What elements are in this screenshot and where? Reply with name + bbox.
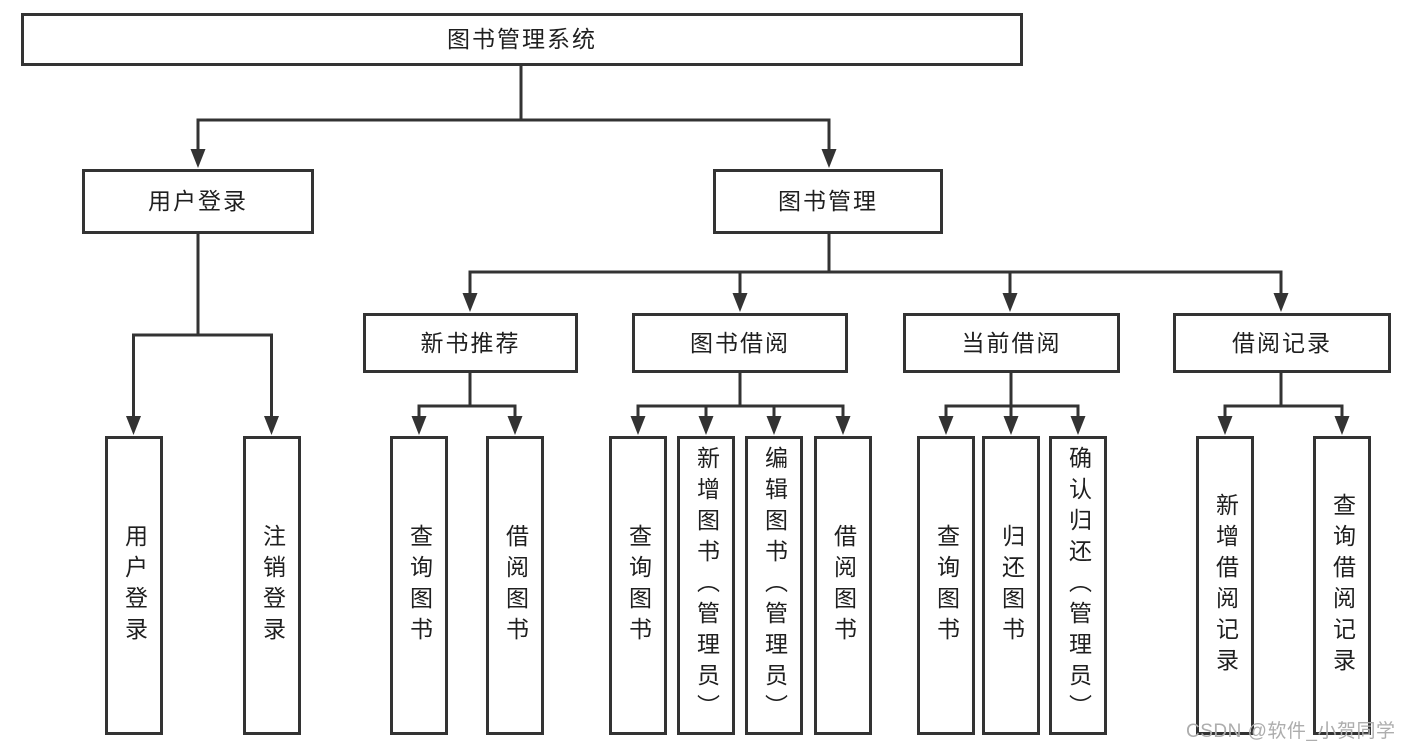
leaf-s1-edit-book-admin: 编辑图书（管理员） xyxy=(745,436,803,735)
arrowhead-icon xyxy=(126,416,141,435)
leaf-user-login: 用户登录 xyxy=(105,436,163,735)
node-new-book-recommend: 新书推荐 xyxy=(363,313,578,373)
arrowhead-icon xyxy=(411,416,427,435)
arrowhead-icon xyxy=(938,416,954,435)
arrowhead-icon xyxy=(766,416,782,435)
leaf-user-login-label: 用户登录 xyxy=(121,523,148,648)
leaf-s1-borrow-book: 借阅图书 xyxy=(814,436,872,735)
node-book-management-label: 图书管理 xyxy=(778,188,878,214)
arrowhead-icon xyxy=(507,416,523,435)
node-current-borrow: 当前借阅 xyxy=(903,313,1120,373)
arrowhead-icon xyxy=(1070,416,1086,435)
arrowhead-icon xyxy=(835,416,851,435)
leaf-s3-add-borrow-record: 新增借阅记录 xyxy=(1196,436,1254,735)
node-user-login-label: 用户登录 xyxy=(148,188,248,214)
node-borrow-record-label: 借阅记录 xyxy=(1232,329,1332,356)
leaf-s2-return-book-label: 归还图书 xyxy=(998,523,1025,648)
leaf-logout: 注销登录 xyxy=(243,436,301,735)
leaf-s1-add-book-admin: 新增图书（管理员） xyxy=(677,436,735,735)
arrowhead-icon xyxy=(821,149,837,168)
node-user-login: 用户登录 xyxy=(82,169,314,234)
leaf-logout-label: 注销登录 xyxy=(259,523,286,648)
leaf-s2-return-book: 归还图书 xyxy=(982,436,1040,735)
arrowhead-icon xyxy=(1003,416,1019,435)
leaf-s1-borrow-book-label: 借阅图书 xyxy=(830,523,857,648)
arrowhead-group xyxy=(126,149,1350,435)
node-root: 图书管理系统 xyxy=(21,13,1023,66)
leaf-s2-query-book-label: 查询图书 xyxy=(933,523,960,648)
node-borrow-record: 借阅记录 xyxy=(1173,313,1391,373)
arrowhead-icon xyxy=(264,416,279,435)
leaf-s2-query-book: 查询图书 xyxy=(917,436,975,735)
node-current-borrow-label: 当前借阅 xyxy=(961,329,1062,356)
csdn-watermark: CSDN @软件_小贺同学 xyxy=(1186,721,1396,742)
leaf-s1-add-book-admin-label: 新增图书（管理员） xyxy=(693,446,720,725)
node-root-label: 图书管理系统 xyxy=(447,26,597,52)
arrowhead-icon xyxy=(462,293,478,312)
node-book-borrow: 图书借阅 xyxy=(632,313,848,373)
arrowhead-icon xyxy=(190,149,206,168)
leaf-s3-query-borrow-record: 查询借阅记录 xyxy=(1313,436,1371,735)
arrowhead-icon xyxy=(1217,416,1233,435)
arrowhead-icon xyxy=(1002,293,1018,312)
leaf-s1-query-book: 查询图书 xyxy=(609,436,667,735)
leaf-s0-borrow-book: 借阅图书 xyxy=(486,436,544,735)
arrowhead-icon xyxy=(732,293,748,312)
leaf-s0-borrow-book-label: 借阅图书 xyxy=(502,523,529,648)
leaf-s1-edit-book-admin-label: 编辑图书（管理员） xyxy=(761,446,788,725)
node-book-management: 图书管理 xyxy=(713,169,943,234)
node-book-borrow-label: 图书借阅 xyxy=(690,329,790,356)
leaf-s2-confirm-return-admin: 确认归还（管理员） xyxy=(1049,436,1107,735)
arrowhead-icon xyxy=(1273,293,1289,312)
leaf-s3-query-borrow-record-label: 查询借阅记录 xyxy=(1329,492,1356,679)
leaf-s0-query-book-label: 查询图书 xyxy=(406,523,433,648)
leaf-s2-confirm-return-admin-label: 确认归还（管理员） xyxy=(1065,446,1092,725)
leaf-s1-query-book-label: 查询图书 xyxy=(625,523,652,648)
arrowhead-icon xyxy=(630,416,646,435)
leaf-s3-add-borrow-record-label: 新增借阅记录 xyxy=(1212,492,1239,679)
arrowhead-icon xyxy=(1334,416,1350,435)
node-new-book-recommend-label: 新书推荐 xyxy=(420,329,521,356)
arrowhead-icon xyxy=(698,416,714,435)
leaf-s0-query-book: 查询图书 xyxy=(390,436,448,735)
